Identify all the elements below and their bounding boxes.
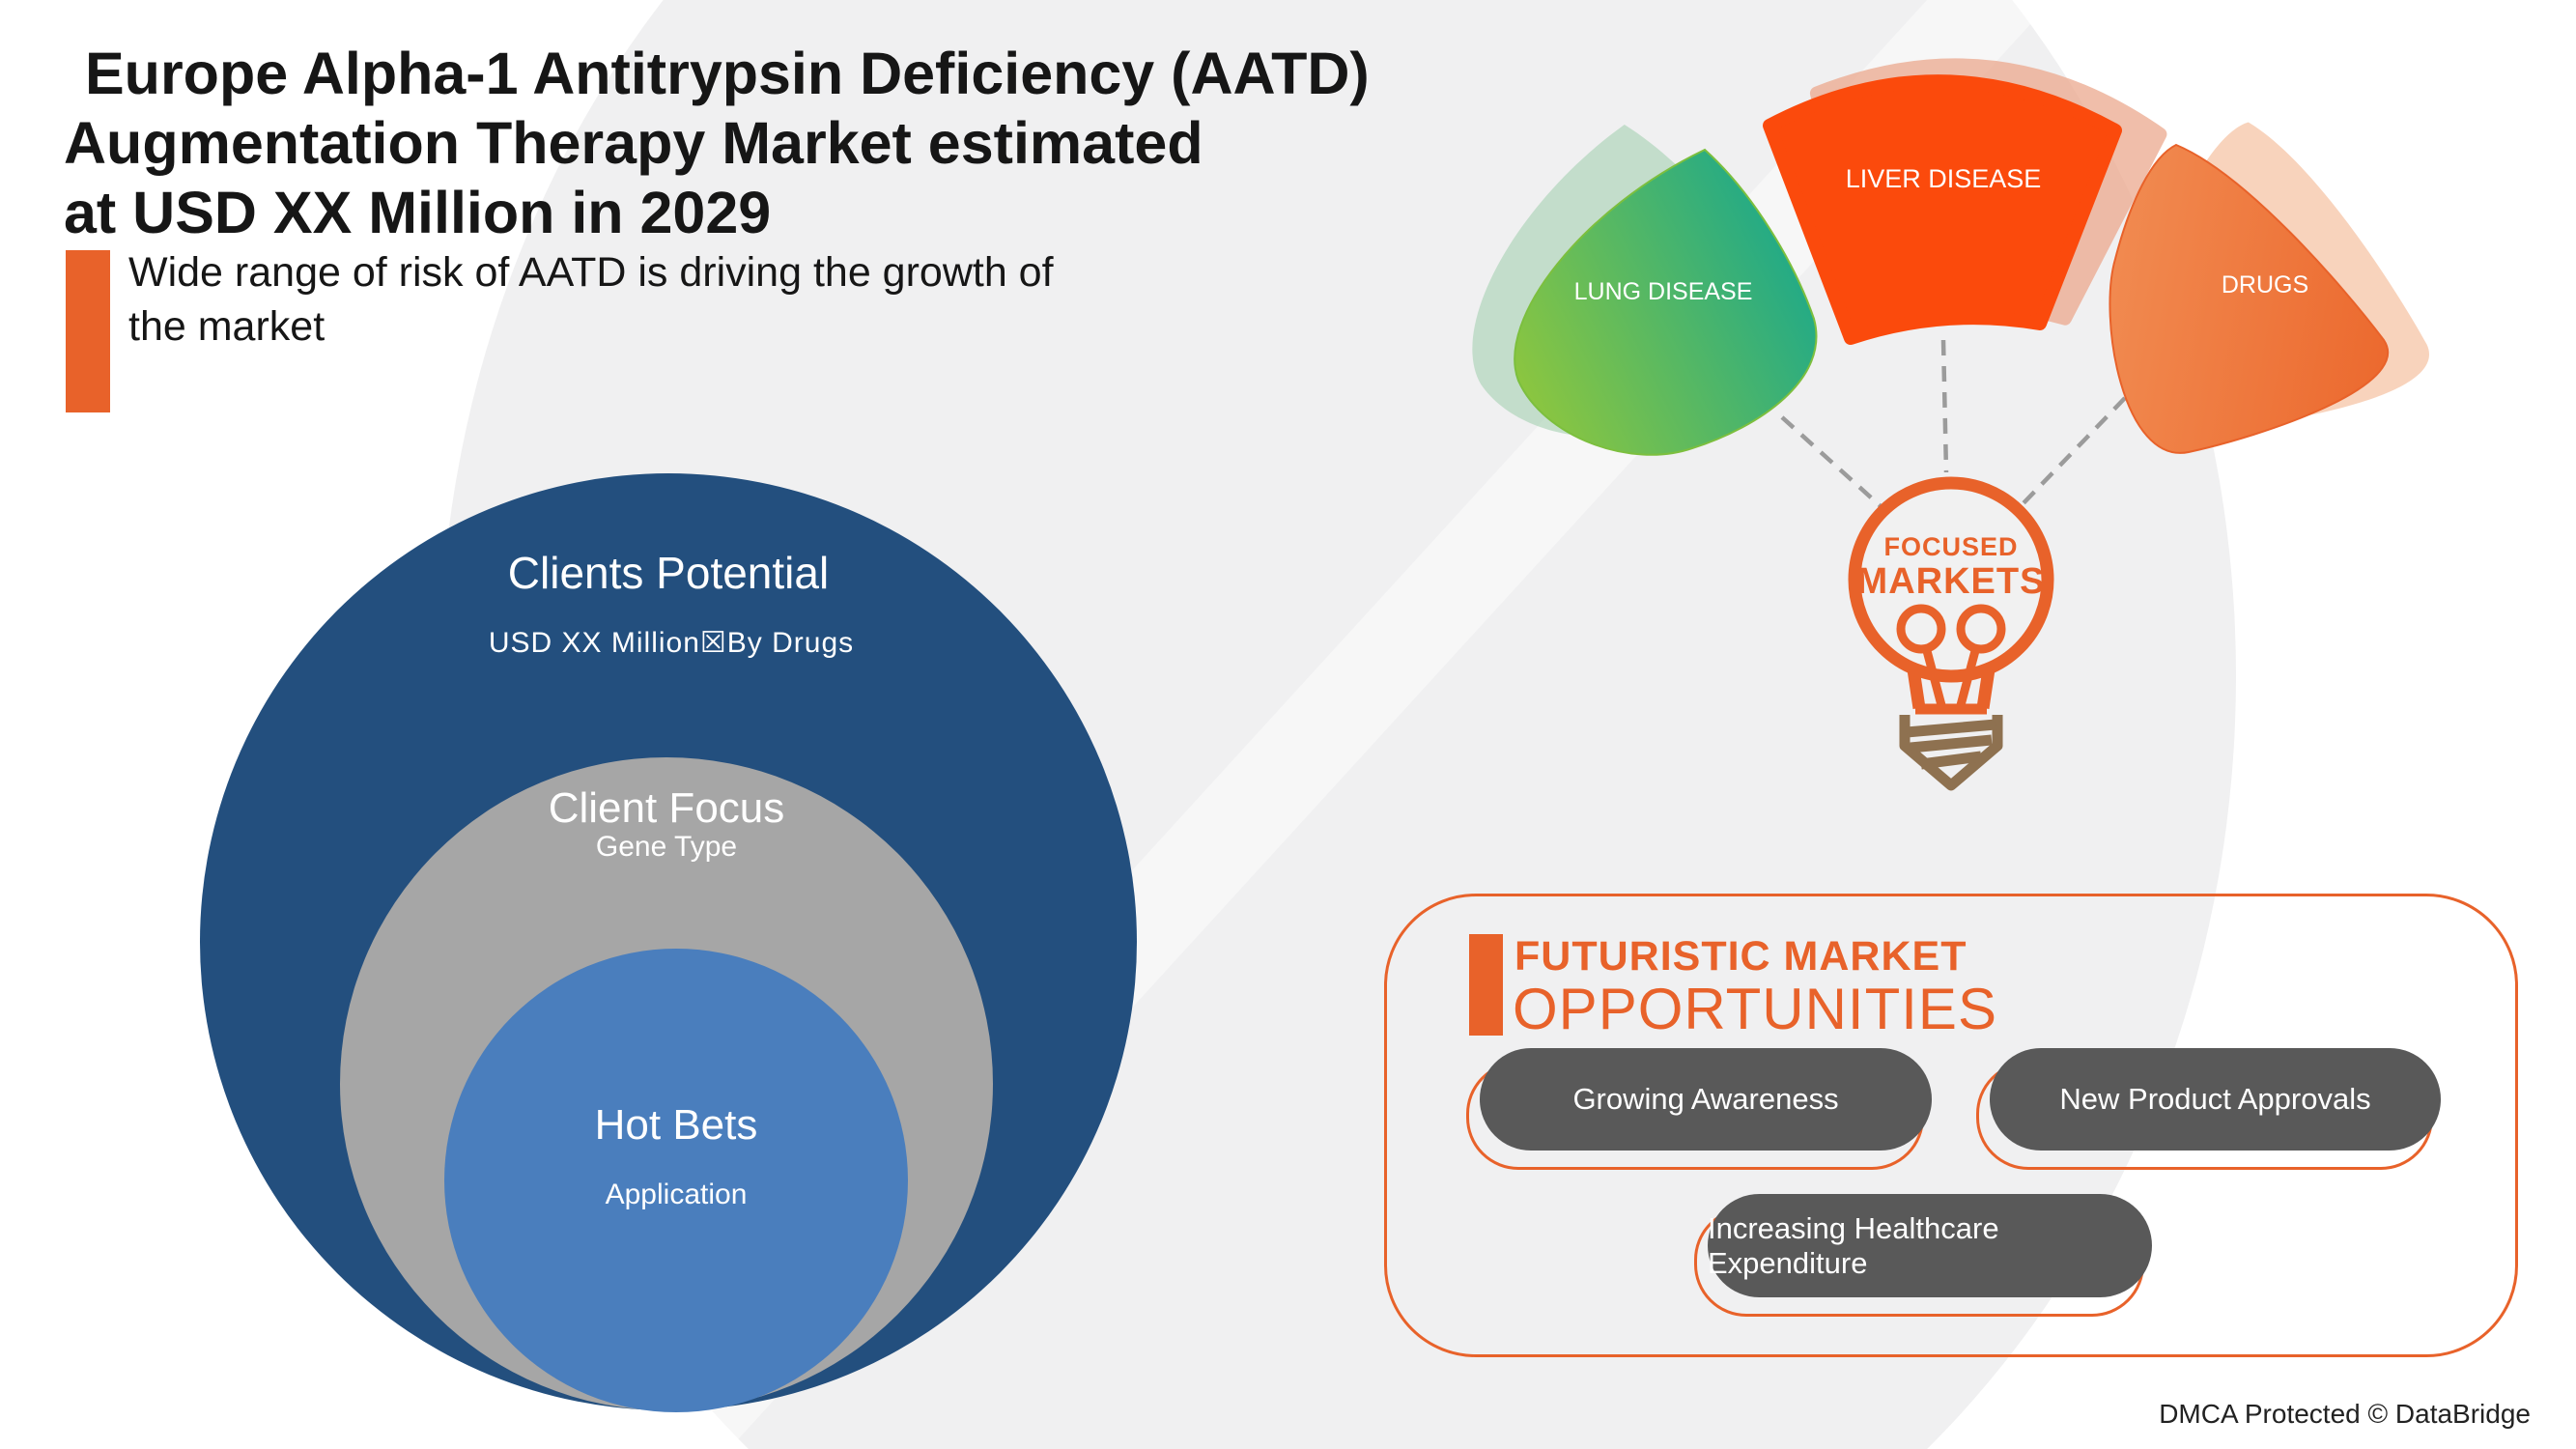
- subtitle-accent-bar: [66, 250, 110, 412]
- page-title: Europe Alpha-1 Antitrypsin Deficiency (A…: [64, 39, 1474, 247]
- page-title-line-2: Augmentation Therapy Market estimated: [64, 110, 1203, 176]
- connector-liver: [1940, 339, 1949, 473]
- pill-new-product-approvals: New Product Approvals: [1990, 1048, 2441, 1151]
- bulb-base: [1899, 715, 2003, 791]
- segment-label-lung-disease: LUNG DISEASE: [1573, 278, 1753, 305]
- venn-label-hot-bets: Hot Bets: [594, 1101, 758, 1149]
- pill-increasing-healthcare-expenditure: Increasing Healthcare Expenditure: [1708, 1194, 2152, 1297]
- pill-growing-awareness: Growing Awareness: [1480, 1048, 1932, 1151]
- dmca-protection-notice: DMCA Protected © DataBridge: [2159, 1399, 2531, 1429]
- page-title-line-3: at USD XX Million in 2029: [64, 180, 772, 245]
- pill-label: Increasing Healthcare Expenditure: [1708, 1210, 1999, 1280]
- opportunities-accent-bar: [1469, 934, 1503, 1036]
- bulb-filament: [1896, 604, 2006, 707]
- bulb-neck: [1907, 668, 1996, 715]
- connector-lung: [1780, 415, 1882, 508]
- bulb-label-line-1: FOCUSED: [1883, 532, 2019, 561]
- opportunities-heading-line-2: OPPORTUNITIES: [1513, 977, 1997, 1041]
- segment-label-liver-disease: LIVER DISEASE: [1845, 164, 2042, 193]
- opportunities-panel: [1384, 894, 2518, 1357]
- venn-sublabel-hot-bets: Application: [605, 1179, 748, 1210]
- venn-label-clients-potential: Clients Potential: [507, 548, 830, 598]
- lightbulb-icon: [1848, 476, 2054, 791]
- venn-label-client-focus: Client Focus: [548, 784, 785, 832]
- connector-lines: [1780, 339, 2127, 510]
- subtitle-line-2: the market: [128, 303, 326, 350]
- venn-sublabel-clients-potential: USD XX Million☒By Drugs: [488, 627, 855, 659]
- subtitle-line-1: Wide range of risk of AATD is driving th…: [128, 249, 1054, 296]
- pill-label: Growing Awareness: [1572, 1082, 1839, 1116]
- page-title-line-1: Europe Alpha-1 Antitrypsin Deficiency (A…: [85, 41, 1370, 106]
- bulb-label-line-2: MARKETS: [1856, 561, 2046, 602]
- page-subtitle: Wide range of risk of AATD is driving th…: [128, 245, 1423, 354]
- pill-label: New Product Approvals: [2059, 1082, 2371, 1116]
- segment-label-drugs: DRUGS: [2221, 271, 2309, 298]
- opportunities-heading-line-1: FUTURISTIC MARKET: [1514, 933, 1967, 980]
- venn-circle-hot-bets: [444, 949, 908, 1412]
- venn-sublabel-client-focus: Gene Type: [595, 831, 738, 863]
